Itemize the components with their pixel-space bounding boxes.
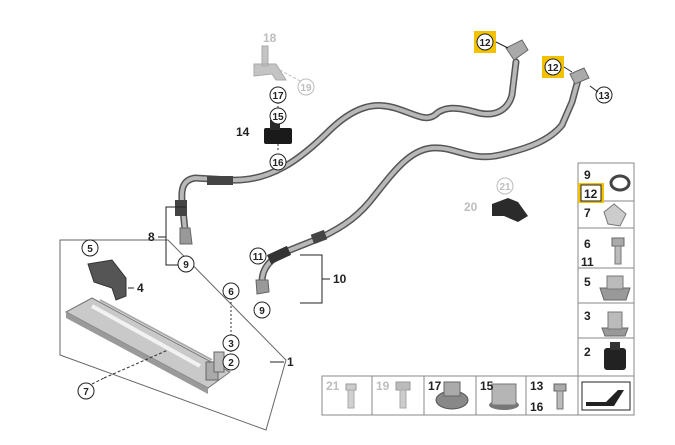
legend-7-label: 7 <box>584 206 591 220</box>
callout-16 <box>269 153 287 171</box>
callout-7 <box>77 382 95 400</box>
callout-2 <box>222 353 240 371</box>
legend-12-label: 12 <box>584 187 598 201</box>
callout-21-label: 21 <box>499 182 511 193</box>
callout-9b-label: 9 <box>259 306 265 317</box>
callout-17-label: 17 <box>272 91 284 102</box>
callout-9b <box>253 301 271 319</box>
line-fitting-top <box>505 39 529 61</box>
legend-16-label: 16 <box>530 400 544 414</box>
callout-12b-highlight <box>542 56 564 78</box>
oil-cooler-1 <box>64 297 231 394</box>
line-sleeve <box>310 229 328 245</box>
callout-3 <box>222 334 240 352</box>
callout-15-label: 15 <box>272 112 284 123</box>
callout-13 <box>595 86 613 104</box>
legend-13-label: 13 <box>530 379 544 393</box>
callout-12b-label: 12 <box>547 63 559 74</box>
callout-6 <box>222 282 240 300</box>
legend-21-label: 21 <box>326 379 340 393</box>
callout-14-label: 14 <box>236 125 250 139</box>
callout-21 <box>496 177 514 195</box>
assembly-frame-1 <box>59 239 287 431</box>
screw-13-icon <box>553 383 567 410</box>
callout-3-label: 3 <box>228 339 234 350</box>
callout-4-label: 4 <box>137 281 144 295</box>
line-fitting <box>255 279 270 295</box>
oil-cooler-line-lower <box>255 67 590 295</box>
sleeve-icon <box>601 311 629 337</box>
callout-8-label: 8 <box>148 230 155 244</box>
callout-7-label: 7 <box>83 387 89 398</box>
screw-19-icon <box>395 381 411 409</box>
callout-1-label: 1 <box>287 355 294 369</box>
callout-5-label: 5 <box>87 244 93 255</box>
grommet-icon <box>604 342 626 370</box>
page-arrow-icon <box>581 381 631 411</box>
bolt-icon <box>611 237 625 265</box>
callout-9a <box>177 255 195 273</box>
callout-20-label: 20 <box>464 200 478 214</box>
bracket-4 <box>87 259 127 301</box>
o-ring-icon <box>609 174 631 192</box>
callout-16-label: 16 <box>272 158 284 169</box>
callout-15 <box>269 107 287 125</box>
legend-19-label: 19 <box>376 379 390 393</box>
callout-11-label: 11 <box>253 252 264 263</box>
rubber-mount-17-icon <box>435 381 469 410</box>
line-sleeve <box>266 245 292 265</box>
callout-9a-label: 9 <box>183 260 189 271</box>
callout-2-label: 2 <box>228 358 234 369</box>
screw-21-icon <box>345 383 357 409</box>
legend-11-label: 11 <box>581 255 594 269</box>
callout-17 <box>269 86 287 104</box>
callout-11 <box>249 247 267 265</box>
legend-9-label: 9 <box>584 168 591 182</box>
legend-15-label: 15 <box>480 379 494 393</box>
holder-14 <box>264 120 292 144</box>
clip-icon <box>603 203 627 227</box>
nut-icon <box>599 275 631 301</box>
callout-12a-highlight <box>474 31 496 53</box>
callout-10-label: 10 <box>333 272 347 286</box>
bracket-18 <box>253 45 303 83</box>
legend-17-label: 17 <box>428 379 442 393</box>
line-fitting <box>179 227 193 245</box>
callout-6-label: 6 <box>228 287 234 298</box>
line-sleeve <box>207 176 233 185</box>
legend-12-highlight <box>578 183 604 203</box>
legend-2-label: 2 <box>584 345 591 359</box>
legend-3-label: 3 <box>584 309 591 323</box>
callout-18-label: 18 <box>263 31 277 45</box>
line-fitting-top <box>569 67 590 85</box>
callout-12a-label: 12 <box>479 38 491 49</box>
legend-5-label: 5 <box>584 275 591 289</box>
line-sleeve <box>175 200 187 216</box>
callout-19 <box>297 78 315 96</box>
bracket-20 <box>492 198 528 222</box>
legend-6-label: 6 <box>584 237 591 251</box>
bushing-15-icon <box>489 383 519 410</box>
callout-19-label: 19 <box>300 83 312 94</box>
oil-cooler-line-upper <box>175 39 529 245</box>
callout-13-label: 13 <box>598 91 610 102</box>
callout-5 <box>81 239 99 257</box>
